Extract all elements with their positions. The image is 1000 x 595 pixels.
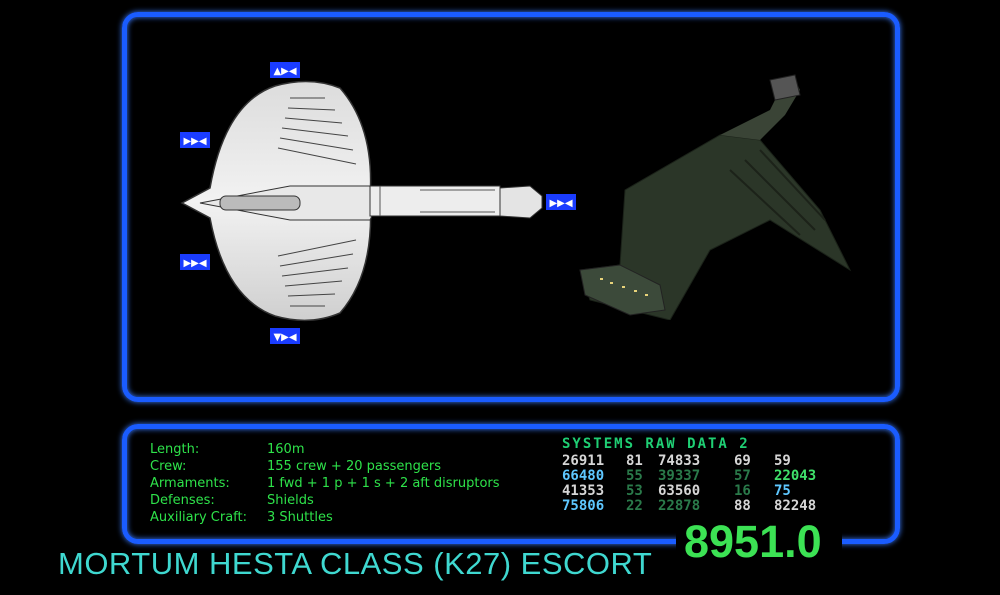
raw-data-cell: 53 <box>626 483 643 499</box>
svg-text:▲▶◀: ▲▶◀ <box>273 66 296 77</box>
ship-perspective-view <box>579 74 852 320</box>
raw-data-cell: 81 <box>626 453 643 469</box>
svg-text:▶▶◀: ▶▶◀ <box>183 136 206 147</box>
raw-data-cell: 22043 <box>774 468 817 484</box>
spec-defenses: Defenses:Shields <box>150 493 314 508</box>
raw-data-cell: 16 <box>734 483 751 499</box>
raw-data-cell: 26911 <box>562 453 605 469</box>
raw-data-cell: 74833 <box>658 453 701 469</box>
systems-raw-data: SYSTEMS RAW DATA 2 26911 81 74833 69 59 66480… <box>562 436 840 514</box>
raw-data-grid: 26911 81 74833 69 59 66480 55 39337 57 22043 41353… <box>562 454 840 514</box>
svg-text:▶▶◀: ▶▶◀ <box>549 198 572 209</box>
ship-class-title: MORTUM HESTA CLASS (K27) ESCORT <box>58 546 653 581</box>
raw-data-cell: 22 <box>626 498 643 514</box>
raw-data-cell: 41353 <box>562 483 605 499</box>
hardpoint-icon[interactable]: ▲▶◀ <box>270 62 300 78</box>
hardpoint-icon[interactable]: ▶▶◀ <box>546 194 576 210</box>
raw-data-cell: 59 <box>774 453 791 469</box>
raw-data-cell: 57 <box>734 468 751 484</box>
raw-data-cell: 75806 <box>562 498 605 514</box>
raw-data-cell: 66480 <box>562 468 605 484</box>
svg-text:▼▶◀: ▼▶◀ <box>273 332 296 343</box>
hardpoint-icon[interactable]: ▼▶◀ <box>270 328 300 344</box>
hardpoint-icon[interactable]: ▶▶◀ <box>180 254 210 270</box>
ship-viewer-frame <box>122 12 900 402</box>
spec-armaments: Armaments:1 fwd + 1 p + 1 s + 2 aft disr… <box>150 476 500 491</box>
ship-data-frame <box>122 424 900 544</box>
raw-data-cell: 69 <box>734 453 751 469</box>
raw-data-cell: 22878 <box>658 498 701 514</box>
ship-top-view <box>180 80 543 322</box>
ship-specs: Length:160m Crew:155 crew + 20 passenger… <box>150 441 500 526</box>
raw-data-title: SYSTEMS RAW DATA 2 <box>562 436 750 452</box>
raw-data-cell: 63560 <box>658 483 701 499</box>
svg-text:▶▶◀: ▶▶◀ <box>183 258 206 269</box>
spec-crew: Crew:155 crew + 20 passengers <box>150 459 441 474</box>
ship-value: 8951.0 <box>684 516 822 567</box>
spec-length: Length:160m <box>150 442 305 457</box>
raw-data-cell: 39337 <box>658 468 701 484</box>
hardpoint-icon[interactable]: ▶▶◀ <box>180 132 210 148</box>
raw-data-cell: 82248 <box>774 498 817 514</box>
raw-data-cell: 88 <box>734 498 751 514</box>
spec-auxiliary-craft: Auxiliary Craft:3 Shuttles <box>150 510 333 525</box>
raw-data-cell: 75 <box>774 483 791 499</box>
raw-data-cell: 55 <box>626 468 643 484</box>
value-backdrop <box>676 516 842 570</box>
